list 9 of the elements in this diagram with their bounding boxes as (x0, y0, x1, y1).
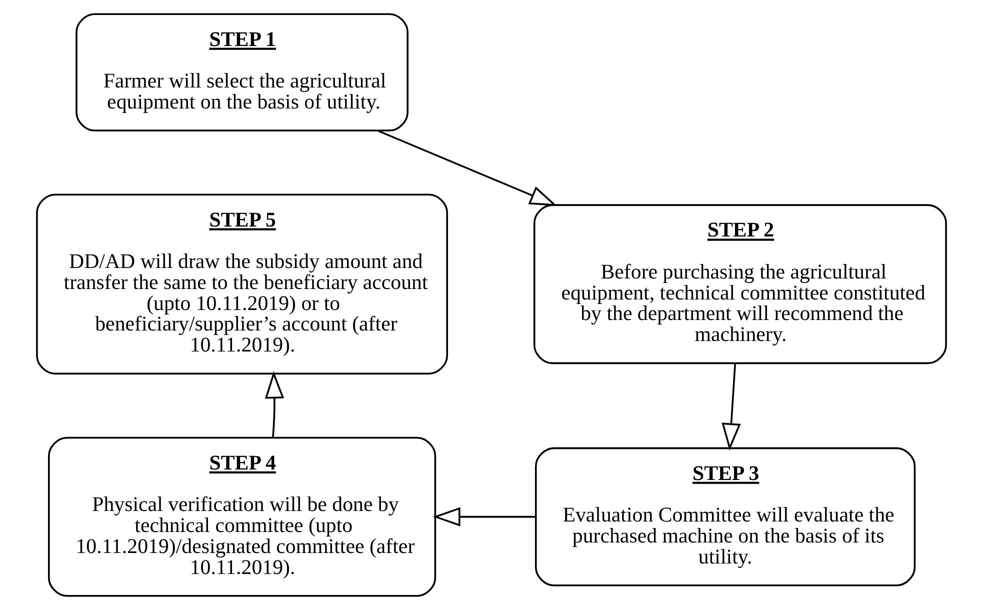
node-box: STEP 5 DD/AD will draw the subsidy amount and transfer the same to the beneficiary account (upto 10.11.2019) or to beneficiary/supplier’s account (after 10.11.2019). (36, 194, 448, 374)
node-box: STEP 4 Physical verification will be done by technical committee (upto 10.11.2019)/designated committee (after 10.11.2019). (48, 436, 436, 597)
node-box: STEP 3 Evaluation Committee will evaluate the purchased machine on the basis of its utility. (534, 447, 916, 586)
arrow (264, 371, 284, 438)
node-box: STEP 1 Farmer will select the agricultural equipment on the basis of utility. (75, 13, 408, 132)
arrow (376, 130, 557, 206)
arrow (721, 363, 740, 451)
arrow (432, 507, 536, 526)
node-box: STEP 2 Before purchasing the agricultural equipment, technical committee constituted by the department will recommend the machinery. (532, 204, 946, 364)
